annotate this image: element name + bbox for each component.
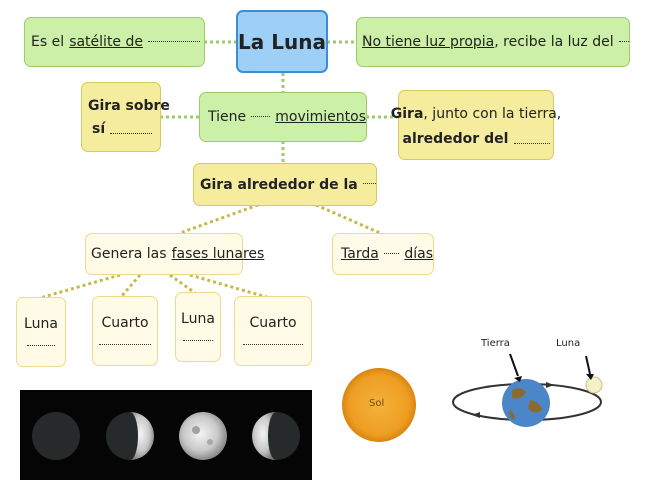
phase-box-full-moon: Luna xyxy=(175,292,221,362)
phase-box-new-moon: Luna xyxy=(16,297,66,367)
moon-icon xyxy=(585,376,603,394)
phase-box-first-quarter: Cuarto xyxy=(92,296,158,366)
phases-box: Genera las fases lunares xyxy=(85,233,264,275)
earth-icon xyxy=(502,379,550,427)
satellite-blank xyxy=(148,40,201,42)
rotation-box: Gira sobre sí xyxy=(81,82,170,152)
phase-label: Luna xyxy=(24,315,58,332)
movements-box: Tiene movimientos xyxy=(199,92,367,142)
phase-label: Cuarto xyxy=(249,314,297,331)
orbit-sun-line2: alrededor del xyxy=(402,131,509,147)
movements-link: movimientos xyxy=(275,109,366,125)
phase-label: Luna xyxy=(181,310,215,327)
duration-link1: Tarda xyxy=(341,246,379,262)
duration-link2: días xyxy=(404,246,433,262)
new-moon-icon xyxy=(32,412,80,460)
orbit-sun-rest: , junto con la tierra, xyxy=(423,106,562,122)
page-title: La Luna xyxy=(238,29,326,54)
satellite-link: satélite de xyxy=(69,34,143,50)
orbit-sun-box: Gira, junto con la tierra, alrededor del xyxy=(391,90,561,160)
movements-blank xyxy=(251,115,271,117)
moon-label: Luna xyxy=(556,338,581,349)
orbit-earth-blank xyxy=(362,182,376,184)
sun-icon xyxy=(342,368,416,442)
satellite-text: Es el xyxy=(31,34,65,50)
phases-pre: Genera las xyxy=(91,246,167,262)
sun-label: Sol xyxy=(369,398,385,409)
light-link: No tiene luz propia xyxy=(362,34,495,50)
orbit-earth-box: Gira alrededor de la xyxy=(193,163,377,206)
phases-link: fases lunares xyxy=(171,246,265,262)
phase-blank xyxy=(27,344,55,346)
earth-moon-orbit-illustration xyxy=(452,353,603,427)
orbit-sun-bold: Gira xyxy=(390,106,424,122)
movements-pre: Tiene xyxy=(208,109,247,125)
orbit-earth-text: Gira alrededor de la xyxy=(200,176,358,193)
phase-box-last-quarter: Cuarto xyxy=(234,296,312,366)
phase-blank xyxy=(243,343,303,345)
last-quarter-moon-icon xyxy=(252,412,300,460)
phase-blank xyxy=(183,339,213,341)
light-blank xyxy=(618,40,629,42)
earth-label: Tierra xyxy=(481,338,510,349)
orbit-sun-blank xyxy=(513,142,550,144)
satellite-box: Es el satélite de xyxy=(24,17,205,67)
title-box: La Luna xyxy=(236,10,328,73)
rotation-line1: Gira sobre xyxy=(88,97,170,114)
rotation-line2: sí xyxy=(92,120,106,137)
duration-box: Tarda días xyxy=(332,233,434,275)
light-box: No tiene luz propia, recibe la luz del xyxy=(356,17,630,67)
first-quarter-moon-icon xyxy=(106,412,154,460)
light-text: , recibe la luz del xyxy=(494,34,614,50)
full-moon-icon xyxy=(179,412,227,460)
moon-phases-image xyxy=(20,390,312,480)
rotation-blank xyxy=(110,132,153,134)
phase-blank xyxy=(99,343,151,345)
duration-blank xyxy=(383,252,400,254)
phase-label: Cuarto xyxy=(101,314,149,331)
